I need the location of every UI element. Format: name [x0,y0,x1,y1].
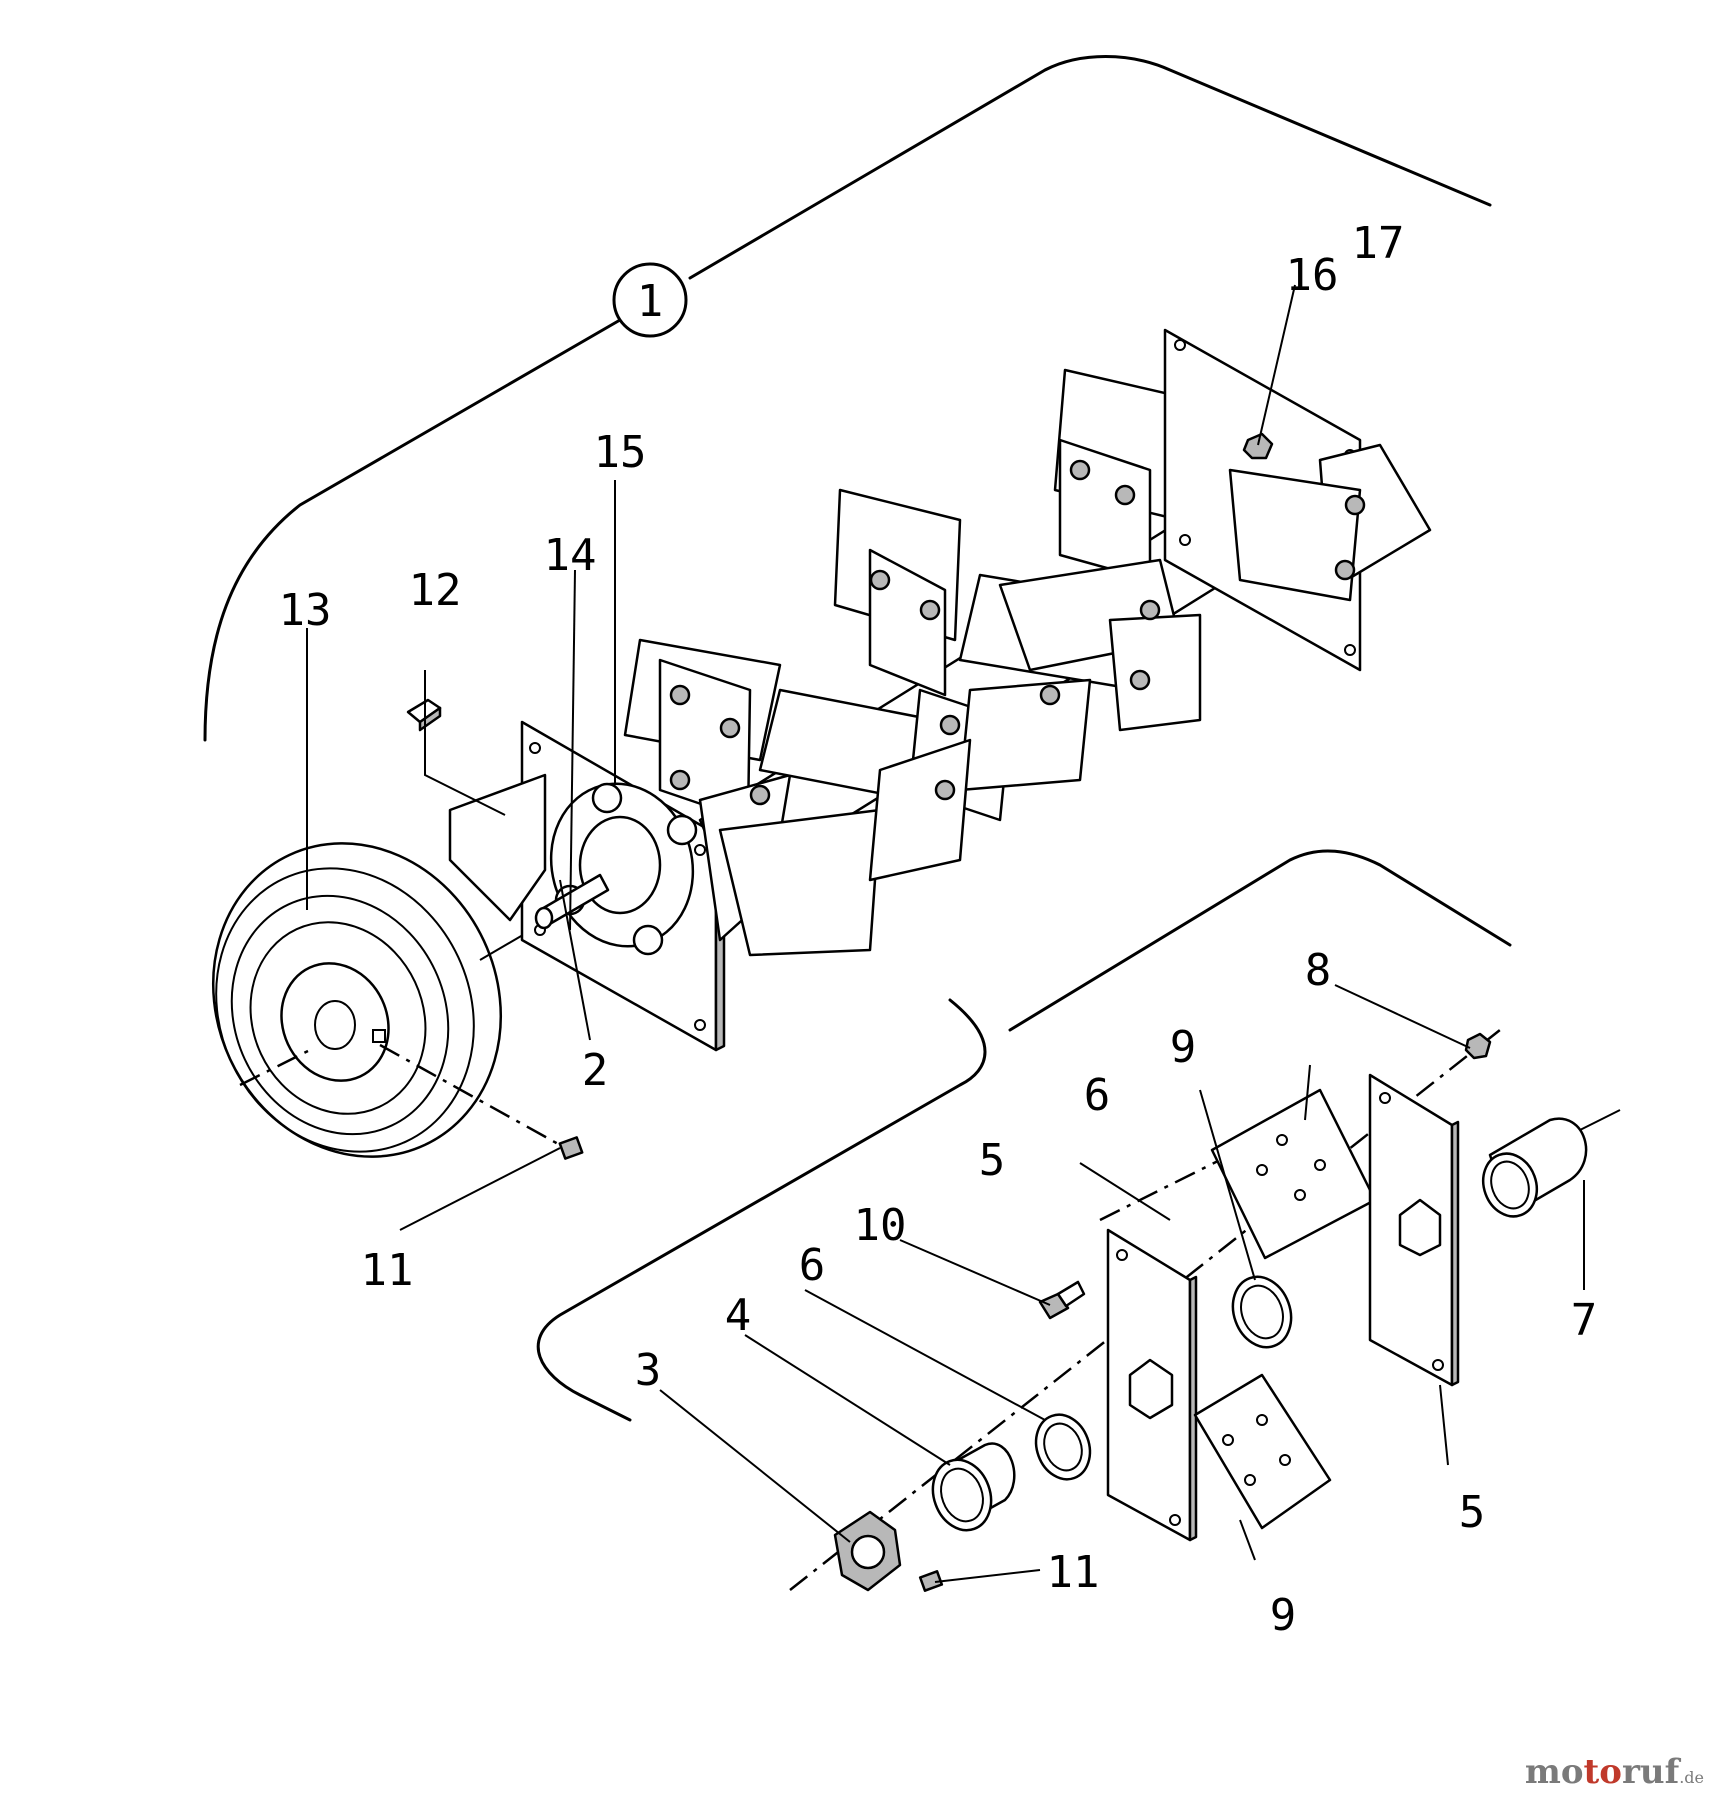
axis-line-pulley [239,1048,311,1087]
callout-14: 14 [544,530,597,581]
callout-circle-1 [612,262,688,338]
assembly-boundary-line [203,55,1492,742]
callout-8: 8 [1305,945,1332,996]
reel-shaft [534,873,610,930]
leader-lines [306,284,1585,1583]
callout-1: 1 [637,276,664,327]
callout-15: 15 [594,427,647,478]
lower-boundary-line [536,849,1512,1422]
callout-2: 2 [582,1045,609,1096]
pulley [211,842,503,1158]
bolt-10 [1038,1280,1086,1320]
callout-4: 4 [725,1290,752,1341]
set-screw-right [918,1570,944,1592]
bearing-plate-upper [1210,1088,1377,1260]
callout-13: 13 [279,585,332,636]
bearing-housing-right [1368,1073,1460,1387]
set-screw-left [558,1136,584,1160]
nut-8 [1464,1032,1492,1060]
watermark-logo: motoruf.de [1524,1752,1704,1792]
axis-line-setscrew [379,1043,561,1147]
callout-9-upper: 9 [1170,1022,1197,1073]
blade-plate-left [448,773,547,922]
ring-upper [1231,1275,1293,1349]
callout-5-lower: 5 [1459,1487,1486,1538]
callout-7: 7 [1571,1295,1598,1346]
callout-16: 16 [1286,250,1339,301]
reel-blades [623,328,1432,957]
callout-3: 3 [635,1345,662,1396]
ring-lower [1034,1413,1092,1481]
callout-11-right: 11 [1047,1547,1100,1598]
callout-17: 17 [1352,218,1405,269]
bushing-7 [1481,1117,1588,1218]
bearing-housing-left [1106,1228,1198,1542]
callout-9-lower: 9 [1270,1590,1297,1641]
callout-5-upper: 5 [979,1135,1006,1186]
callout-6-upper: 6 [1084,1070,1111,1121]
callout-10: 10 [854,1200,907,1251]
bushing-4 [931,1442,1016,1532]
callout-11-left: 11 [361,1245,414,1296]
nut-16 [1242,432,1274,460]
bearing-plate-lower [1193,1373,1332,1530]
locking-collar [833,1510,902,1592]
callout-6-lower: 6 [799,1240,826,1291]
callout-12: 12 [409,565,462,616]
axis-line-bushing [1579,1109,1621,1131]
